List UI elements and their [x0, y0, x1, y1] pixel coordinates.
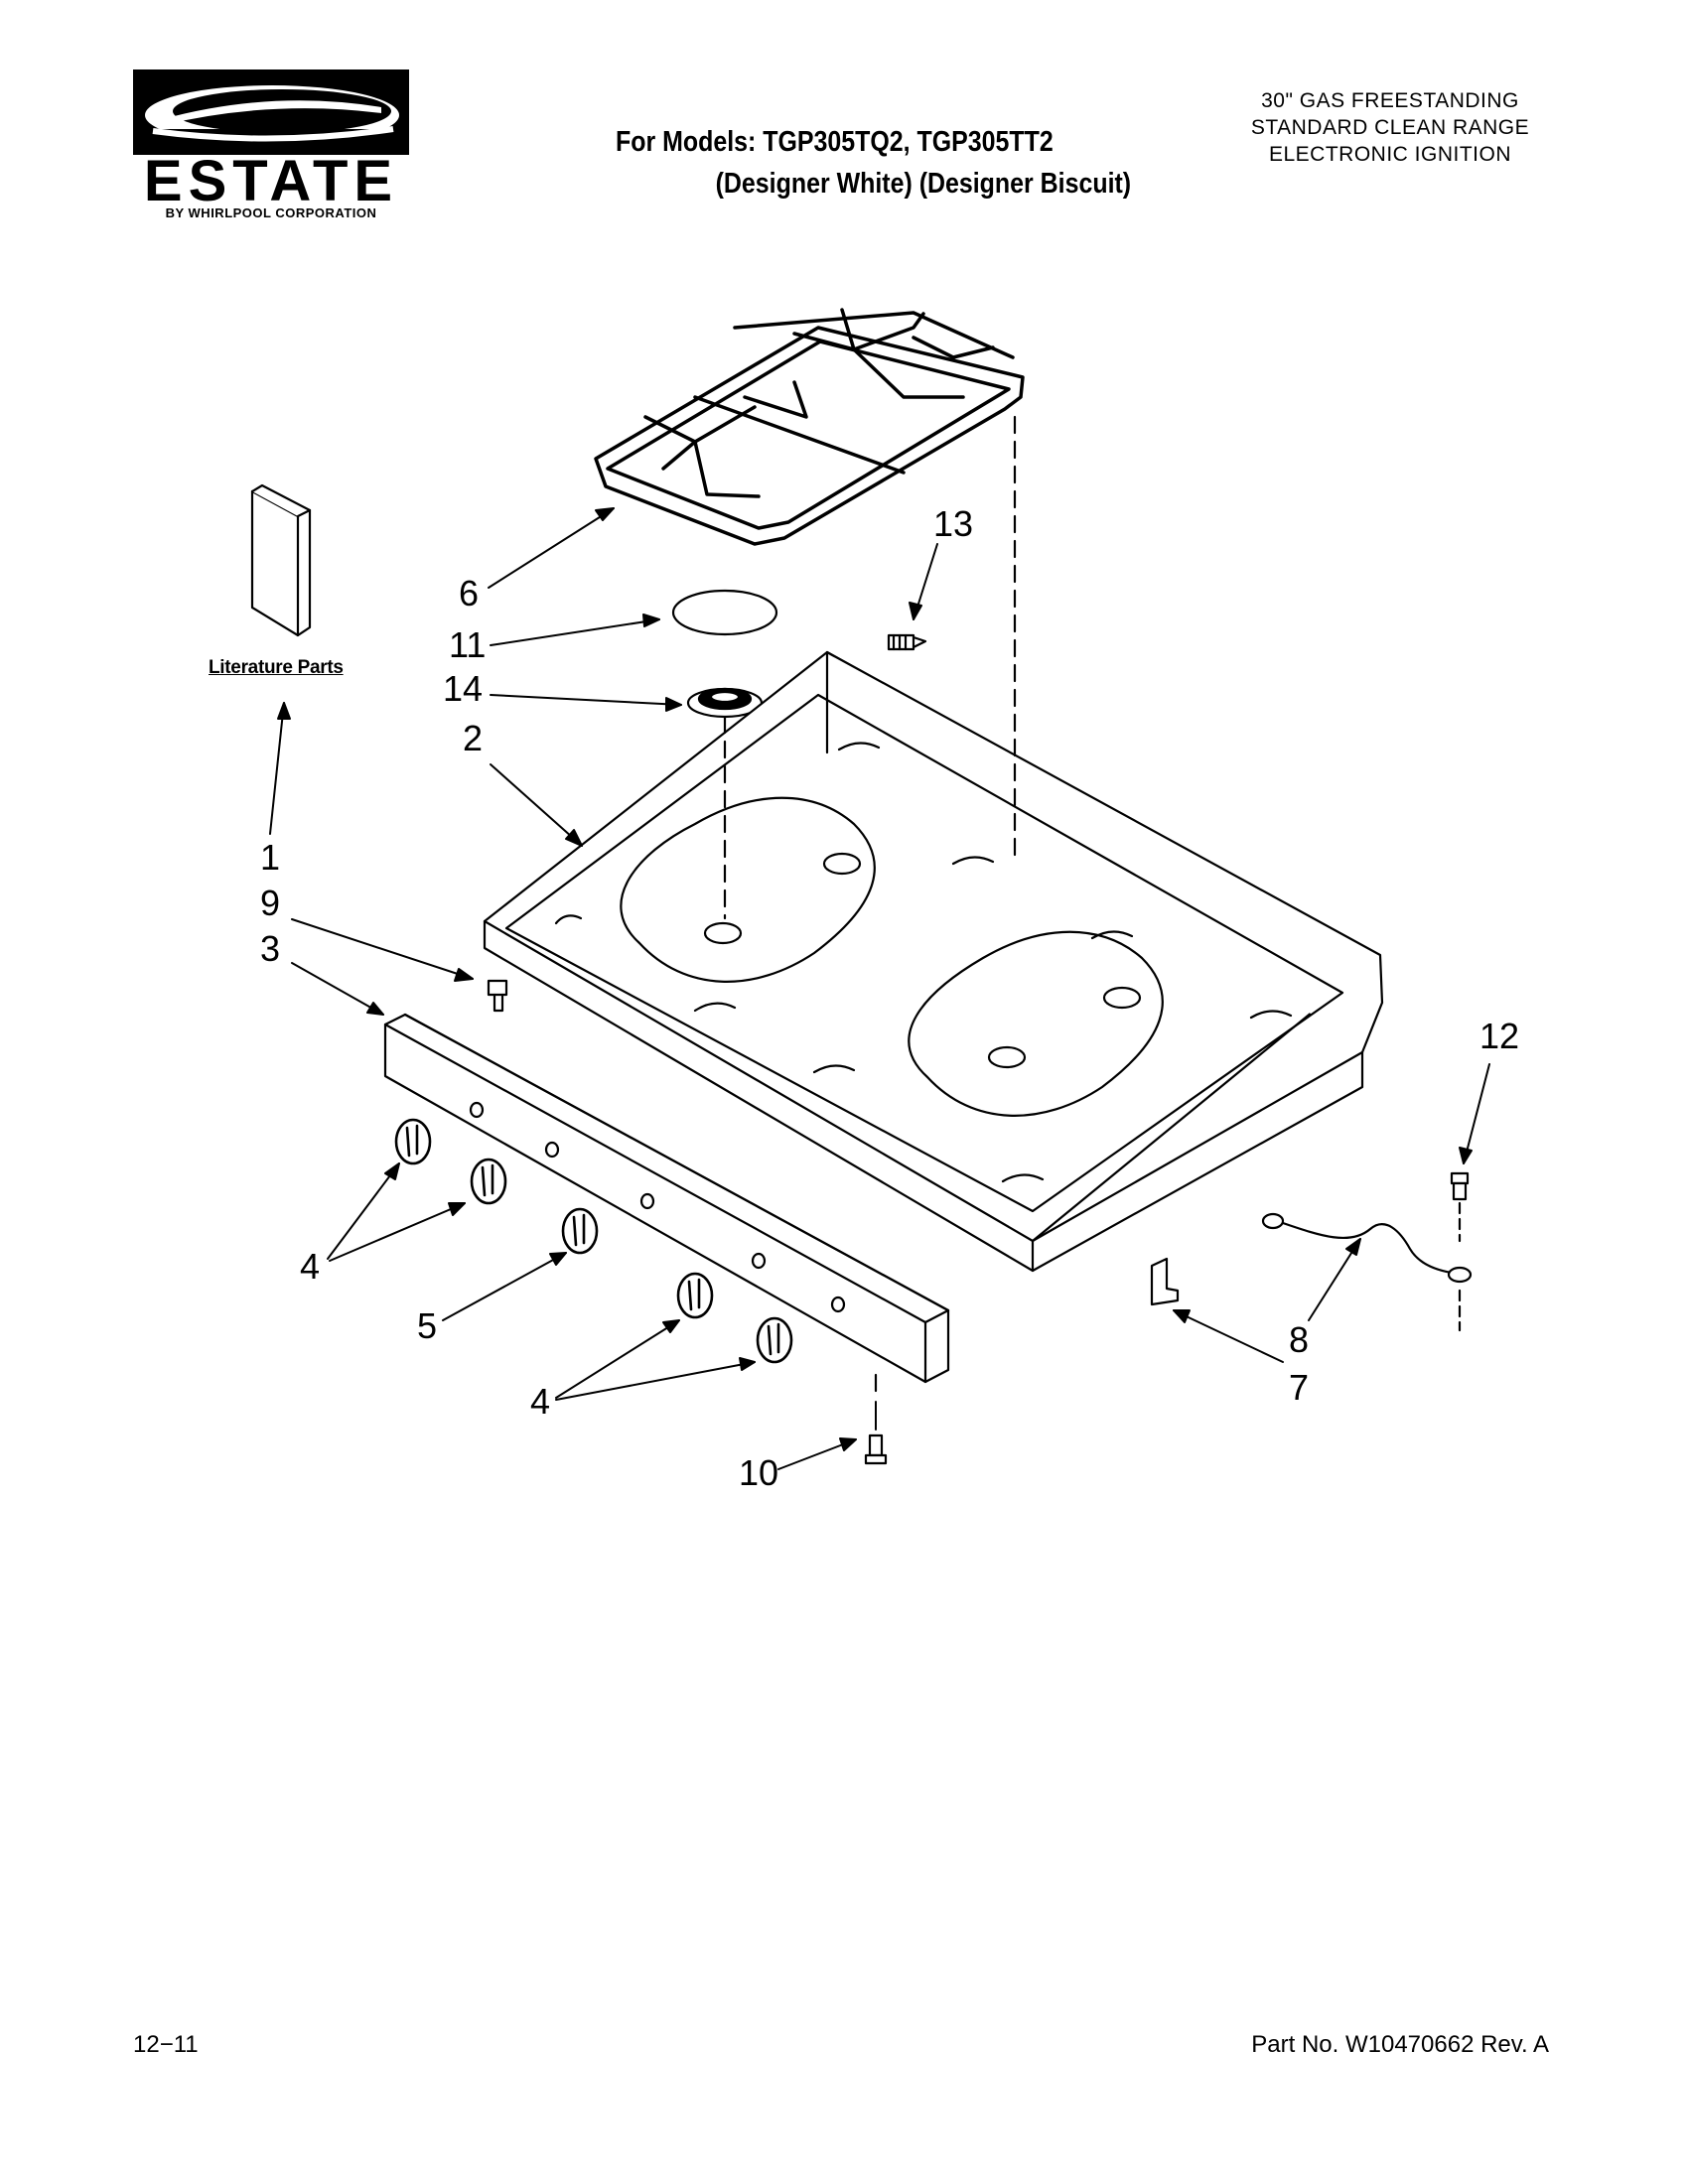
grate — [594, 308, 1025, 546]
callout-6: 6 — [459, 573, 480, 614]
callout-13: 13 — [933, 503, 974, 544]
ground-wire — [1261, 1212, 1473, 1284]
models-line-1: For Models: TGP305TQ2, TGP305TT2 — [616, 126, 1054, 158]
knob-4 — [676, 1272, 714, 1319]
callout-7: 7 — [1289, 1367, 1310, 1408]
callout-12: 12 — [1479, 1016, 1520, 1056]
knob-1 — [394, 1118, 432, 1165]
screw-13 — [887, 633, 927, 651]
bracket — [1150, 1257, 1180, 1306]
screw-10 — [864, 1401, 888, 1465]
callout-4-right: 4 — [530, 1381, 551, 1422]
burner-base — [686, 687, 764, 719]
knob-5 — [756, 1316, 793, 1364]
knob-2 — [470, 1158, 507, 1205]
callout-14: 14 — [443, 668, 484, 709]
callout-10: 10 — [739, 1452, 779, 1493]
callout-11: 11 — [449, 624, 487, 665]
literature-parts-label: Literature Parts — [209, 657, 344, 678]
footer-date: 12−11 — [133, 2031, 199, 2058]
burner-cap — [671, 589, 778, 636]
models-line-2: (Designer White) (Designer Biscuit) — [715, 168, 1132, 200]
callout-5: 5 — [417, 1305, 438, 1346]
brand-subtitle: BY WHIRLPOOL CORPORATION — [165, 205, 377, 220]
control-knobs — [394, 1118, 793, 1364]
literature-book — [250, 483, 312, 637]
leader-lines — [269, 507, 1490, 1470]
range-type-line-1: 30" GAS FREESTANDING — [1261, 89, 1519, 112]
callout-8: 8 — [1289, 1319, 1310, 1360]
callout-1: 1 — [260, 837, 281, 878]
knob-3 — [561, 1207, 599, 1255]
knob-stop — [487, 979, 508, 1013]
callout-4-left: 4 — [300, 1246, 321, 1287]
models-heading: For Models: TGP305TQ2, TGP305TT2 (Design… — [616, 121, 1131, 205]
range-type-line-2: STANDARD CLEAN RANGE — [1250, 116, 1530, 139]
callout-9: 9 — [260, 883, 281, 923]
estate-swoosh-icon — [133, 69, 409, 155]
range-type-line-3: ELECTRONIC IGNITION — [1268, 143, 1512, 166]
screw-12 — [1450, 1171, 1470, 1332]
control-panel-trim — [383, 1013, 950, 1384]
estate-logo — [133, 69, 411, 224]
range-type: 30" GAS FREESTANDING STANDARD CLEAN RANG… — [1201, 87, 1579, 168]
footer-part-number: Part No. W10470662 Rev. A — [1251, 2031, 1549, 2058]
alignment-lines — [723, 415, 1017, 1402]
callout-3: 3 — [260, 928, 281, 969]
cooktop — [483, 650, 1384, 1273]
callout-2: 2 — [463, 718, 484, 758]
brand-name: ESTATE — [143, 149, 399, 213]
